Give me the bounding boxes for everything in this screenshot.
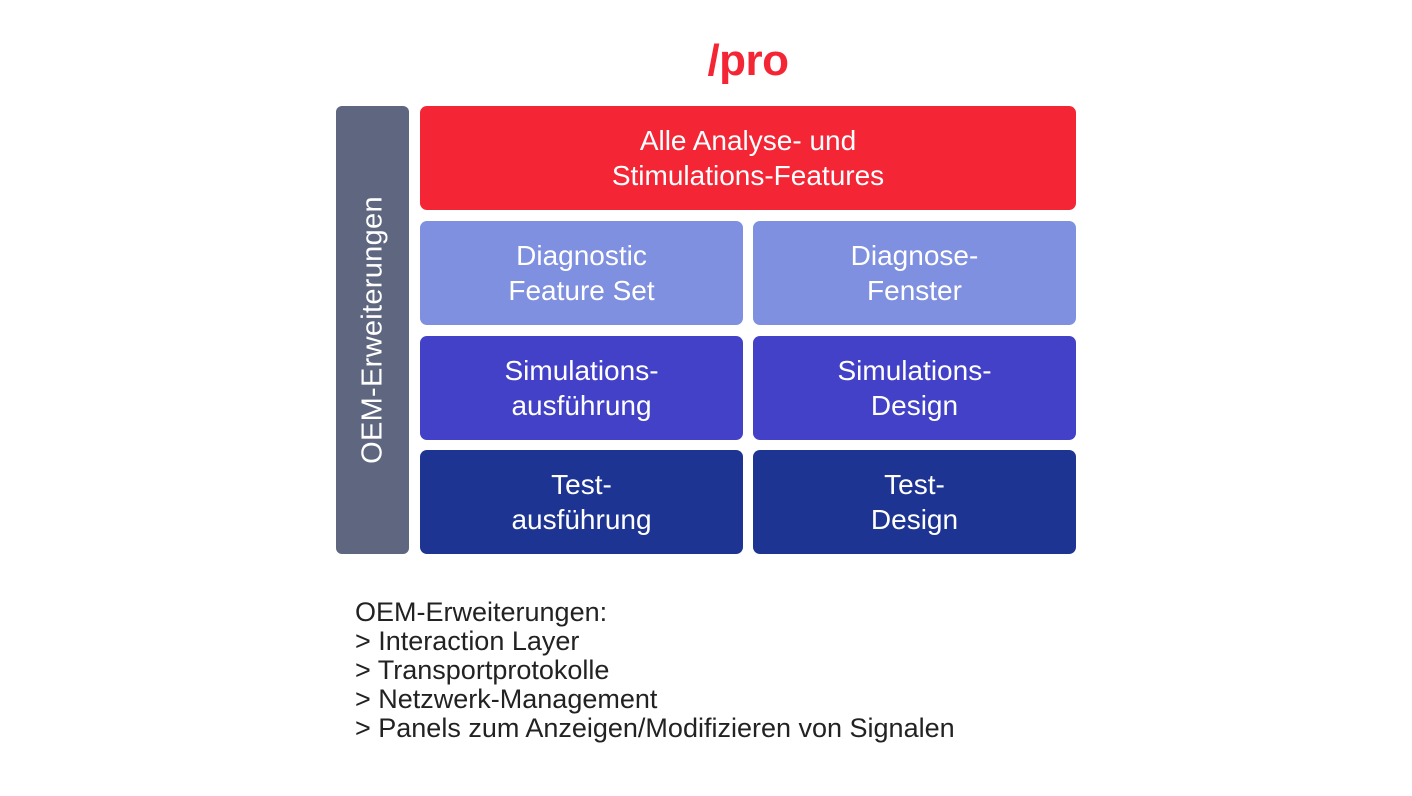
box-line: Design [870,504,959,535]
box-line: ausführung [511,504,652,535]
diagnose-fenster-box: Diagnose- Fenster [753,221,1076,325]
box-line: Diagnostic [516,240,647,271]
simulation-design-box: Simulations- Design [753,336,1076,440]
oem-extensions-list: OEM-Erweiterungen: > Interaction Layer >… [355,598,1255,743]
oem-extensions-label: OEM-Erweiterungen [356,196,388,464]
box-line: Simulations- [837,355,992,386]
box-line: ausführung [511,390,652,421]
diagnostic-feature-set-box: Diagnostic Feature Set [420,221,743,325]
test-design-box: Test- Design [753,450,1076,554]
list-item: > Netzwerk-Management [355,684,658,714]
oem-extensions-bar: OEM-Erweiterungen [336,106,409,554]
box-line: Simulations- [504,355,659,386]
box-line: Stimulations-Features [611,160,885,191]
box-line: Test- [551,469,612,500]
all-features-box: Alle Analyse- und Stimulations-Features [420,106,1076,210]
test-execution-box: Test- ausführung [420,450,743,554]
list-heading: OEM-Erweiterungen: [355,597,608,627]
simulation-execution-box: Simulations- ausführung [420,336,743,440]
box-line: Fenster [867,275,962,306]
box-line: Diagnose- [850,240,979,271]
box-line: Design [870,390,959,421]
list-item: > Panels zum Anzeigen/Modifizieren von S… [355,713,955,743]
list-item: > Interaction Layer [355,626,580,656]
page-title: /pro [707,36,789,85]
list-item: > Transportprotokolle [355,655,610,685]
box-line: Test- [884,469,945,500]
box-line: Feature Set [508,275,655,306]
box-line: Alle Analyse- und [639,125,857,156]
